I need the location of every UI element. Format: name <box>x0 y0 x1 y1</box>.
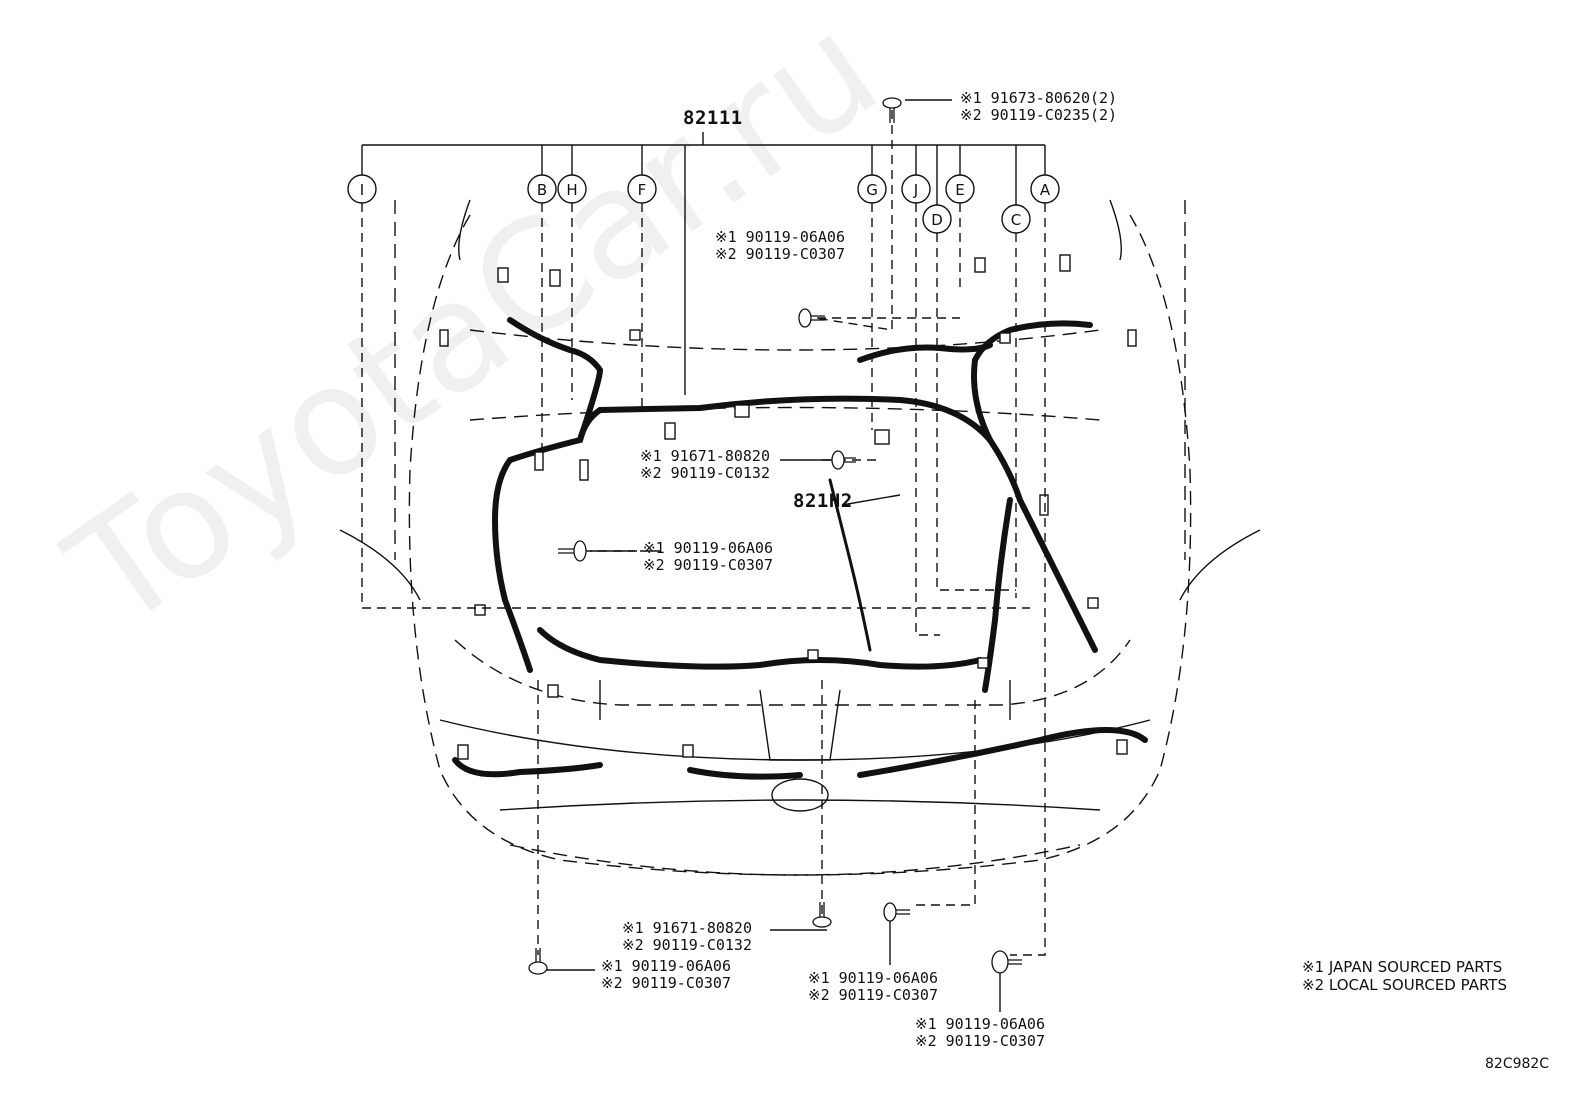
legend-item-local: ※2 LOCAL SOURCED PARTS <box>1302 976 1507 994</box>
main-part-number: 82111 <box>683 107 743 129</box>
body-panels <box>339 199 1261 812</box>
fastener-line-2: ※2 90119-C0307 <box>601 974 731 992</box>
car-body-outline <box>394 200 1192 876</box>
fastener-label-bottom-left: ※1 90119-06A06 ※2 90119-C0307 <box>601 958 731 992</box>
fastener-line-2: ※2 90119-C0307 <box>808 986 938 1004</box>
fastener-line-1: ※1 90119-06A06 <box>915 1015 1045 1033</box>
diagram-code: 82C982C <box>1485 1056 1550 1072</box>
callout-C: C <box>1011 211 1021 229</box>
fastener-line-1: ※1 90119-06A06 <box>601 957 731 975</box>
leader-lines <box>361 132 1046 395</box>
fastener-line-2: ※2 90119-C0235(2) <box>960 106 1118 124</box>
fastener-label-left: ※1 90119-06A06 ※2 90119-C0307 <box>643 540 773 574</box>
callout-D: D <box>931 211 943 229</box>
fastener-label-bottom-mid: ※1 90119-06A06 ※2 90119-C0307 <box>808 970 938 1004</box>
callout-B: B <box>537 181 547 199</box>
callout-G: G <box>866 181 878 199</box>
dashed-leaders <box>361 110 1046 956</box>
fastener-line-2: ※2 90119-C0307 <box>643 556 773 574</box>
harness-main <box>452 317 1148 780</box>
legend-item-japan: ※1 JAPAN SOURCED PARTS <box>1302 958 1503 976</box>
callout-A: A <box>1040 181 1051 199</box>
connectors <box>439 254 1137 760</box>
callout-circles <box>347 174 1060 234</box>
callout-letters: I B H F G J D E C A <box>360 181 1051 229</box>
fastener-line-1: ※1 90119-06A06 <box>808 969 938 987</box>
fastener-line-2: ※2 90119-C0307 <box>915 1032 1045 1050</box>
fastener-label-bottom-center: ※1 91671-80820 ※2 90119-C0132 <box>622 920 752 954</box>
fastener-line-1: ※1 90119-06A06 <box>715 228 845 246</box>
fastener-label-center: ※1 91671-80820 ※2 90119-C0132 <box>640 448 770 482</box>
fastener-line-1: ※1 91671-80820 <box>622 919 752 937</box>
callout-J: J <box>913 181 918 199</box>
callout-I: I <box>360 181 364 199</box>
bolts <box>528 97 1022 975</box>
fastener-line-2: ※2 90119-C0307 <box>715 245 845 263</box>
callout-F: F <box>638 181 647 199</box>
fastener-label-upper: ※1 90119-06A06 ※2 90119-C0307 <box>715 229 845 263</box>
fastener-line-1: ※1 91673-80620(2) <box>960 89 1118 107</box>
callout-E: E <box>955 181 964 199</box>
fastener-line-2: ※2 90119-C0132 <box>640 464 770 482</box>
fastener-label-bottom-right: ※1 90119-06A06 ※2 90119-C0307 <box>915 1016 1045 1050</box>
legend: ※1 JAPAN SOURCED PARTS ※2 LOCAL SOURCED … <box>1302 958 1507 994</box>
fastener-label-top: ※1 91673-80620(2) ※2 90119-C0235(2) <box>960 90 1117 124</box>
callout-H: H <box>566 181 577 199</box>
fastener-line-2: ※2 90119-C0132 <box>622 936 752 954</box>
fastener-line-1: ※1 91671-80820 <box>640 447 770 465</box>
fastener-line-1: ※1 90119-06A06 <box>643 539 773 557</box>
sub-part-number: 821H2 <box>793 490 853 512</box>
